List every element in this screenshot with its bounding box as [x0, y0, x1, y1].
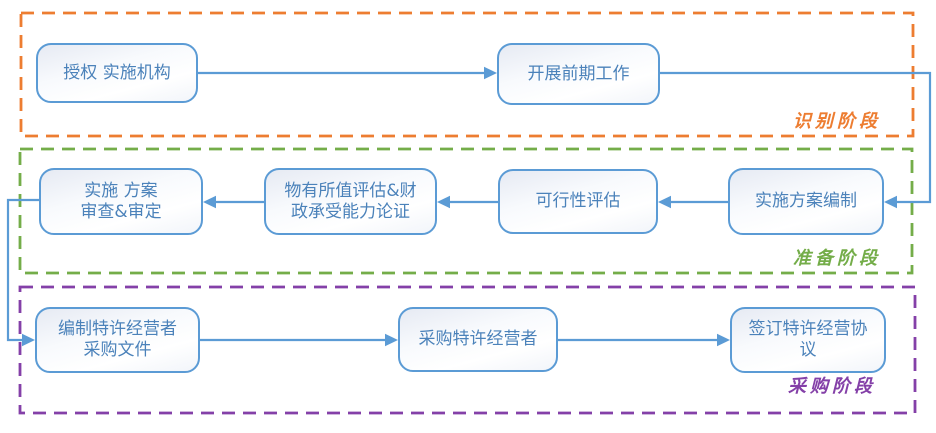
node-value-for-money: 物有所值评估&财 政承受能力论证 — [264, 168, 437, 235]
arrowhead-into-feasibility — [658, 195, 671, 209]
node-procure-operator: 采购特许经营者 — [398, 307, 558, 372]
phase-label-procure: 采购阶段 — [788, 376, 876, 397]
node-preliminary-work: 开展前期工作 — [497, 43, 660, 105]
arrowhead-into-plan-review — [203, 195, 216, 209]
node-plan-review: 实施 方案 审查&审定 — [39, 168, 203, 235]
node-authorize-agency: 授权 实施机构 — [36, 43, 198, 103]
node-feasibility-assessment: 可行性评估 — [498, 169, 658, 234]
arrowhead-into-vfm — [437, 195, 450, 209]
node-sign-agreement: 签订特许经营协 议 — [730, 307, 886, 373]
phase-procure-box — [18, 285, 917, 415]
phase-label-identify: 识别阶段 — [793, 111, 881, 132]
phase-label-prepare: 准备阶段 — [793, 248, 881, 269]
arrowhead-into-procure-operator — [385, 333, 398, 347]
phase-prepare-box — [18, 147, 914, 275]
arrowhead-into-sign-agreement — [717, 333, 730, 347]
node-plan-drafting: 实施方案编制 — [728, 168, 884, 235]
arrowhead-into-preliminary — [484, 66, 497, 80]
edge-preliminary-to-plan-draft — [660, 71, 932, 204]
edge-plan-review-to-bid-docs — [6, 198, 39, 342]
arrowhead-into-plan-draft — [884, 195, 897, 209]
node-bid-documents: 编制特许经营者 采购文件 — [35, 307, 200, 373]
phase-identify-box — [19, 11, 915, 138]
arrowhead-into-bid-docs — [22, 333, 35, 347]
